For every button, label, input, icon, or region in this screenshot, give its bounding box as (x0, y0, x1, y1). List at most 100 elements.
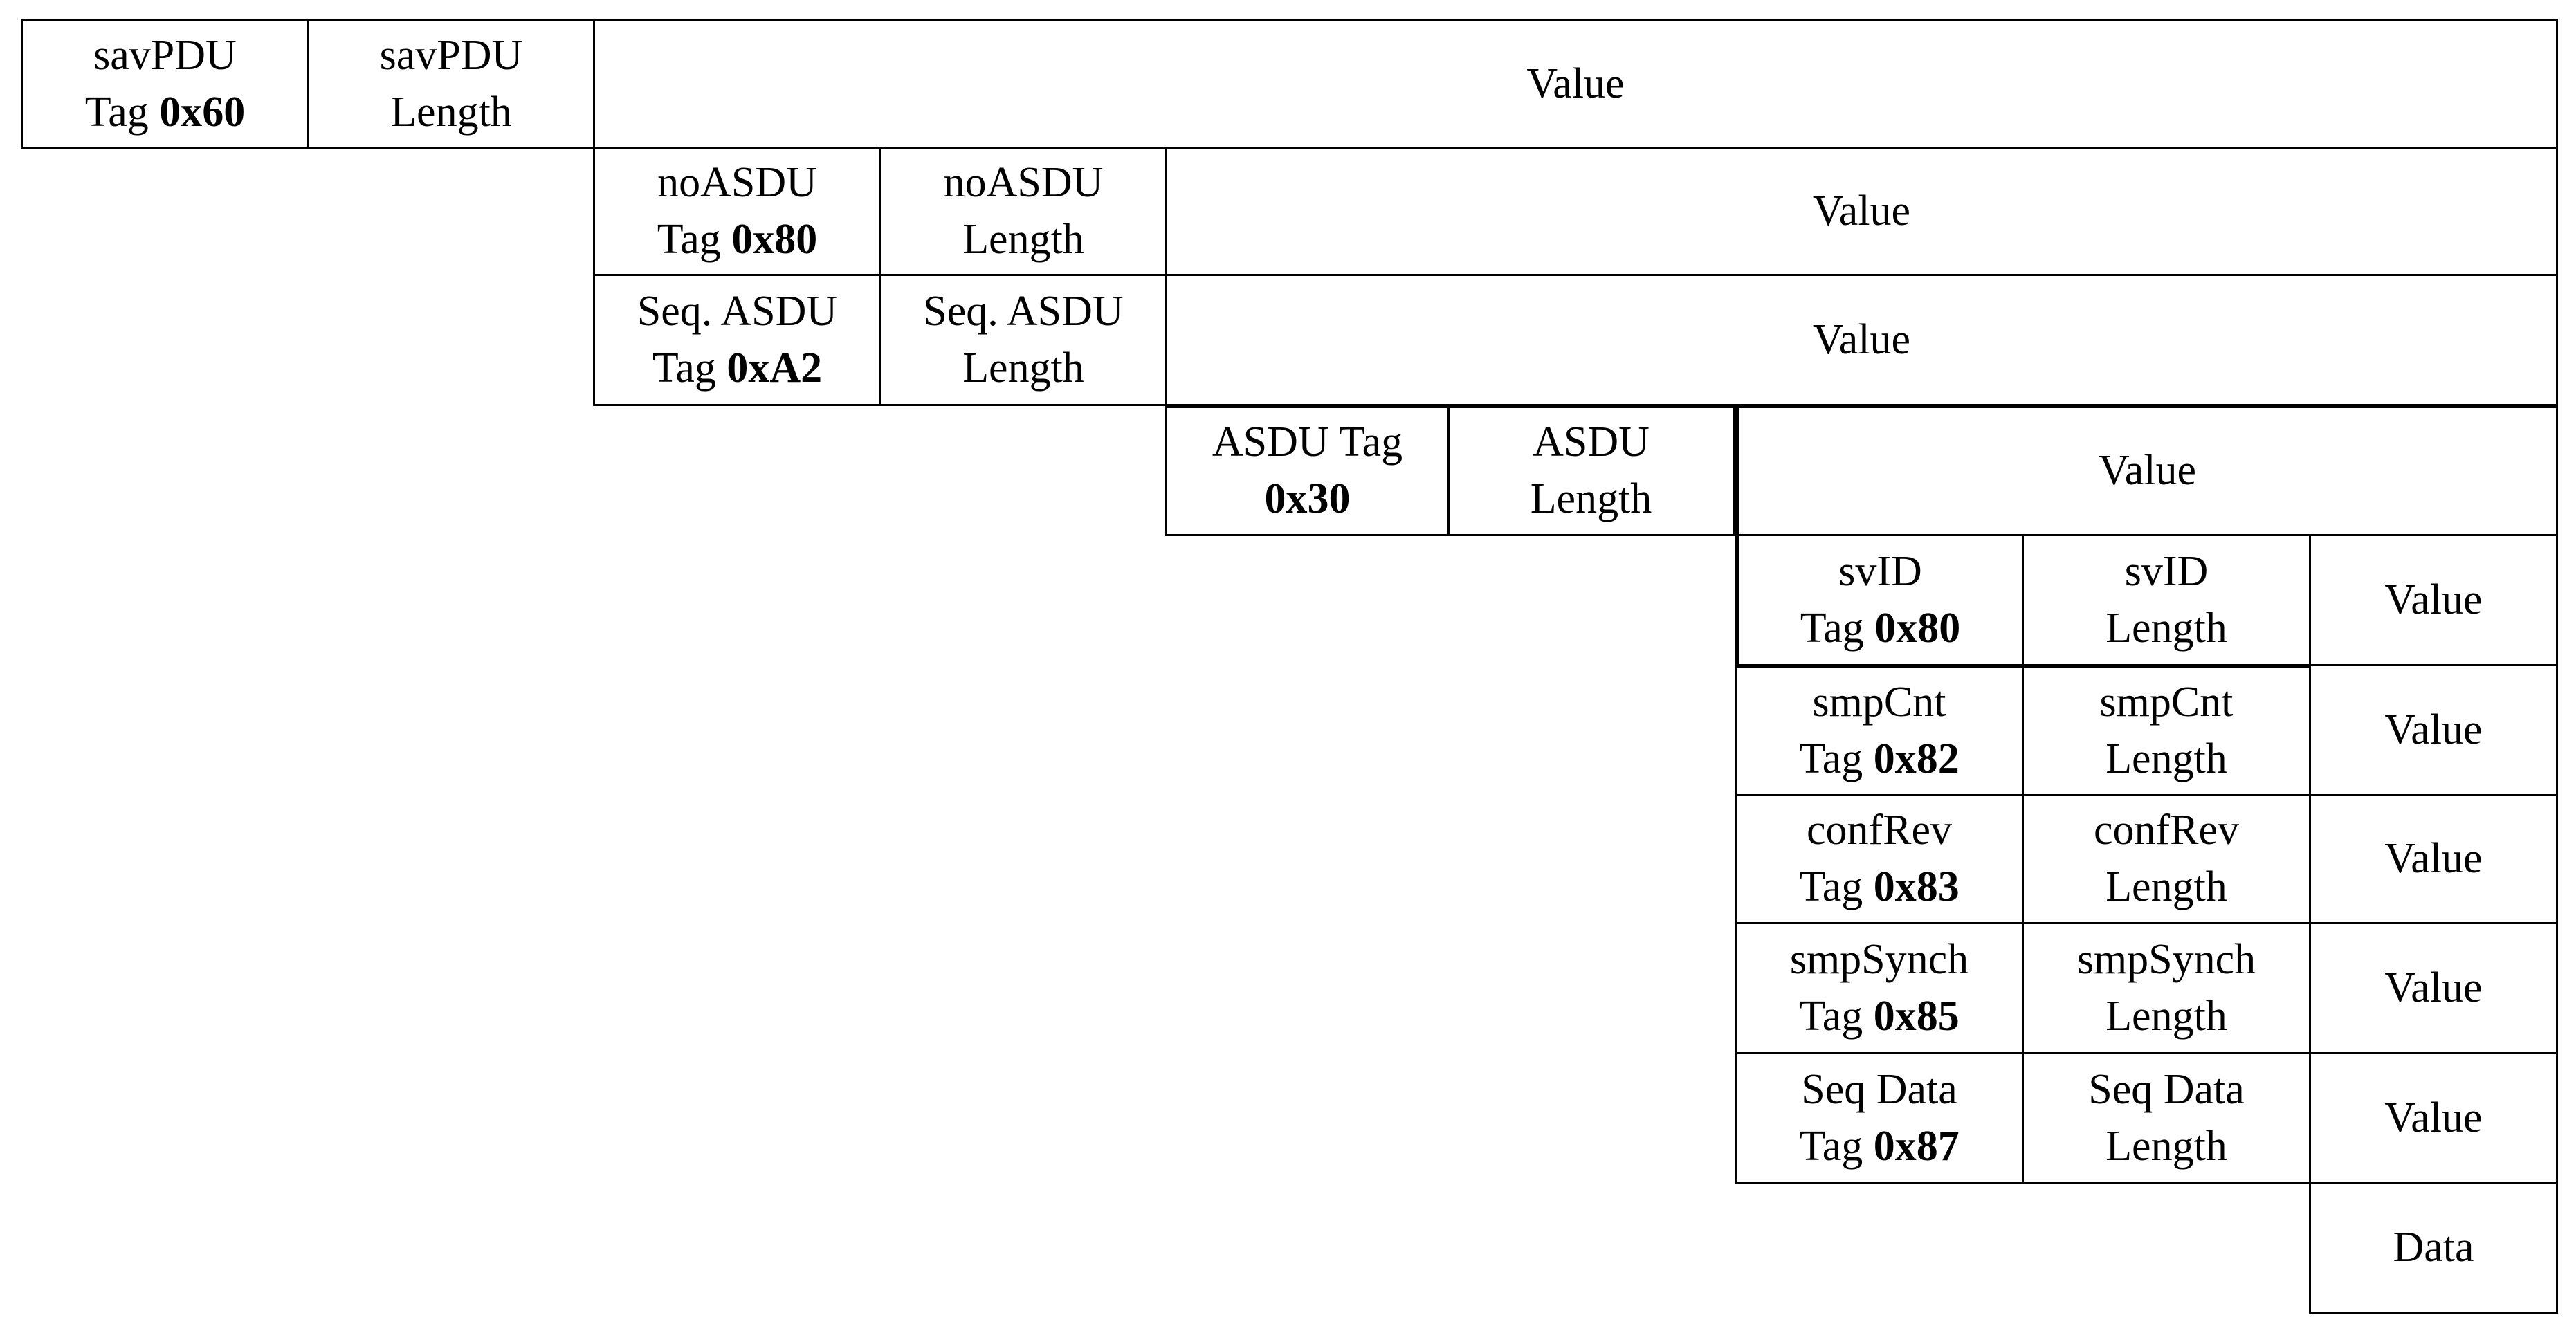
cell-line: Tag 0x82 (1799, 731, 1960, 788)
cell-line: Length (2105, 989, 2227, 1045)
cell-line: savPDU (93, 28, 237, 84)
cell-line: svID (1838, 544, 1922, 600)
cell-line: Data (2393, 1220, 2474, 1276)
cell-text: Tag (652, 344, 727, 392)
cell-text: Length (2105, 992, 2227, 1040)
cell-text: smpSynch (2076, 935, 2256, 983)
savpdu-tag-cell: savPDU Tag 0x60 (21, 19, 309, 149)
cell-text: Value (2384, 1094, 2483, 1141)
noasdu-tag-cell: noASDU Tag 0x80 (593, 147, 881, 276)
seq-asdu-tag-cell: Seq. ASDU Tag 0xA2 (593, 274, 881, 406)
seq-asdu-value-cell: Value (1165, 274, 2558, 406)
cell-line: confRev (2094, 802, 2239, 859)
savpdu-value-cell: Value (593, 19, 2558, 149)
cell-text: Tag (1800, 604, 1875, 652)
cell-text: Value (1812, 187, 1911, 235)
tag-value: 0x60 (159, 88, 246, 136)
cell-text: noASDU (943, 158, 1104, 206)
cell-line: Value (1526, 56, 1624, 113)
cell-text: Seq. ASDU (637, 287, 838, 335)
cell-line: Length (390, 84, 512, 141)
smpcnt-value-cell: Value (2309, 664, 2558, 796)
cell-text: Value (1526, 59, 1625, 107)
cell-line: noASDU (657, 155, 817, 212)
cell-line: Tag 0x80 (657, 212, 818, 268)
cell-text: Value (2384, 706, 2483, 753)
cell-line: Value (2099, 443, 2196, 499)
cell-line: Tag 0x83 (1799, 859, 1960, 916)
cell-line: Value (1813, 312, 1910, 369)
cell-text: ASDU (1533, 419, 1650, 466)
asdu-length-cell: ASDU Length (1447, 404, 1737, 536)
svid-value-cell: Value (2309, 534, 2558, 666)
tag-value: 0x30 (1264, 475, 1351, 522)
confrev-value-cell: Value (2309, 794, 2558, 924)
cell-text: Value (2384, 964, 2483, 1011)
cell-text: ASDU Tag (1212, 419, 1403, 466)
cell-line: Length (2105, 1119, 2227, 1175)
cell-text: svID (1838, 547, 1922, 595)
cell-text: smpCnt (1812, 679, 1946, 726)
cell-text: savPDU (93, 31, 237, 79)
tag-value: 0x83 (1873, 863, 1960, 910)
cell-text: confRev (1806, 807, 1953, 854)
tag-value: 0x80 (731, 215, 818, 263)
cell-line: Value (2384, 831, 2482, 888)
cell-text: Length (2105, 1122, 2227, 1170)
noasdu-length-cell: noASDU Length (879, 147, 1167, 276)
cell-text: Value (1812, 315, 1911, 363)
cell-text: Length (2105, 604, 2227, 652)
asdu-tag-cell: ASDU Tag 0x30 (1165, 404, 1450, 536)
cell-line: Length (2105, 859, 2227, 916)
cell-text: Value (2098, 447, 2197, 495)
cell-text: noASDU (657, 158, 817, 206)
cell-text: confRev (2093, 807, 2240, 854)
savpdu-length-cell: savPDU Length (307, 19, 595, 149)
cell-line: Length (2105, 600, 2227, 657)
cell-line: Value (2384, 1090, 2482, 1147)
cell-line: Tag 0x60 (85, 84, 246, 141)
cell-line: Seq Data (1801, 1062, 1957, 1119)
tag-value: 0x85 (1873, 992, 1960, 1040)
tag-value: 0xA2 (727, 344, 823, 392)
cell-line: Length (2105, 731, 2227, 788)
cell-line: noASDU (944, 155, 1104, 212)
cell-line: Tag 0xA2 (652, 340, 822, 397)
data-cell: Data (2309, 1182, 2558, 1314)
tag-value: 0x87 (1873, 1122, 1960, 1170)
noasdu-value-cell: Value (1165, 147, 2558, 276)
cell-line: Seq. ASDU (923, 284, 1123, 340)
cell-text: Length (2105, 863, 2227, 910)
cell-line: smpCnt (1813, 674, 1946, 731)
cell-line: Length (962, 340, 1084, 397)
cell-line: ASDU (1533, 414, 1650, 471)
cell-text: savPDU (379, 31, 523, 79)
cell-text: Length (2105, 735, 2227, 782)
cell-text: Seq Data (2088, 1065, 2245, 1113)
cell-text: Length (1530, 475, 1652, 522)
seqdata-value-cell: Value (2309, 1052, 2558, 1184)
cell-line: 0x30 (1265, 471, 1351, 528)
cell-line: Length (962, 212, 1084, 268)
cell-text: Tag (1799, 863, 1874, 910)
cell-text: Tag (657, 215, 732, 263)
cell-line: Seq Data (2088, 1062, 2245, 1119)
cell-line: confRev (1807, 802, 1952, 859)
cell-text: smpCnt (2099, 679, 2234, 726)
cell-text: Data (2393, 1224, 2474, 1271)
asdu-value-cell: Value (1735, 404, 2558, 536)
cell-line: Length (1531, 471, 1652, 528)
tag-value: 0x80 (1874, 604, 1961, 652)
cell-text: Length (962, 215, 1084, 263)
cell-text: Value (2384, 835, 2483, 883)
cell-line: Value (2384, 572, 2482, 629)
